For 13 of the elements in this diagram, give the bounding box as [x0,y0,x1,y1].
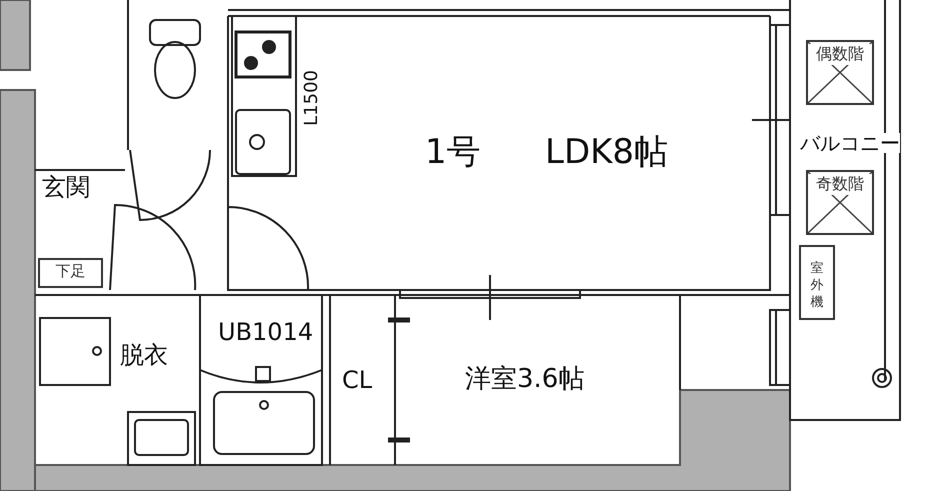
unit-number: 1号 [425,135,481,169]
room-label: 洋室3.6帖 [465,366,584,392]
shoe-storage-box: 下足 [38,258,103,288]
unit-box: 奇数階 [806,170,874,235]
room-label: LDK8帖 [545,135,668,169]
area-label: バルコニー [800,133,900,153]
room-label: CL [342,368,372,392]
unit-box: 偶数階 [806,40,874,105]
dimension-label: L1500 [303,70,321,126]
room-label: 玄関 [42,175,90,199]
outdoor-unit-box: 室外機 [799,245,835,320]
fixture-label: UB1014 [218,320,314,344]
room-label: 脱衣 [120,343,168,367]
